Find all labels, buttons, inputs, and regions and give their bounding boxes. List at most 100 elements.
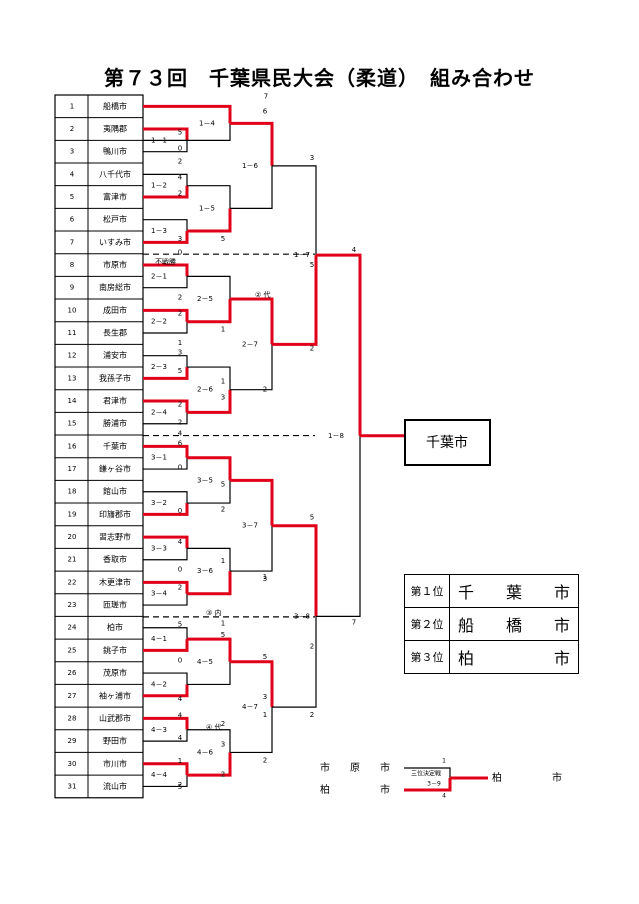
match-2-7-lower — [230, 344, 273, 391]
match-label: 3－6 — [197, 567, 213, 575]
score-value: 1 — [178, 757, 182, 765]
team-name: 市川市 — [103, 758, 127, 768]
team-name: 習志野市 — [99, 532, 131, 542]
team-number: 10 — [68, 306, 77, 314]
match-label: 3－8 — [294, 612, 310, 620]
match-3-3-lower — [143, 548, 188, 561]
score-value: 4 — [352, 246, 357, 254]
match-4-3-lower — [143, 729, 188, 742]
score-value: 5 — [178, 783, 182, 791]
match-1-7-lower — [272, 255, 318, 346]
match-label: 3－3 — [151, 544, 167, 552]
score-value: 5 — [178, 367, 182, 375]
page-title: 第７３回 千葉県民大会（柔道） 組み合わせ — [104, 66, 535, 90]
third-place-winner: 柏 市 — [492, 771, 562, 784]
score-value: 3 — [221, 394, 225, 402]
team-number: 24 — [68, 624, 77, 632]
match-label: 2－4 — [151, 408, 167, 416]
match-2-5-lower — [187, 299, 232, 324]
team-name: 山武郡市 — [99, 713, 131, 723]
match-4-7-lower — [230, 707, 273, 754]
match-label: 3－7 — [242, 522, 258, 530]
match-2-7-upper — [230, 297, 274, 345]
match-label: 1－3 — [151, 227, 167, 235]
team-name: 船橋市 — [103, 101, 127, 111]
score-value: 5 — [263, 653, 267, 661]
team-name: 木更津市 — [99, 577, 131, 587]
score-value: 3 — [310, 154, 314, 162]
match-4-6-lower — [187, 752, 232, 777]
team-number: 17 — [68, 465, 77, 473]
match-label: 3－1 — [151, 454, 167, 462]
match-4-2-upper — [143, 672, 188, 685]
match-label: 1－8 — [328, 432, 344, 440]
team-name: 鴨川市 — [103, 146, 127, 156]
match-label: 4－3 — [151, 726, 167, 734]
match-3-8-lower — [272, 616, 317, 708]
champion-box — [404, 419, 491, 466]
score-value: 4 — [178, 695, 183, 703]
score-value: 3 — [263, 575, 267, 583]
team-number: 22 — [68, 578, 77, 586]
team-number: 6 — [70, 216, 75, 224]
team-name: 柏市 — [107, 622, 123, 632]
score-value: 2 — [221, 720, 225, 728]
team-number: 11 — [68, 329, 77, 337]
match-label: 3－4 — [151, 590, 167, 598]
match-label: 1－4 — [199, 119, 215, 127]
third-place-score: 1 — [442, 758, 446, 765]
result-team: 柏市 — [449, 640, 579, 674]
match-3-2-lower — [143, 503, 189, 516]
score-value: 1 — [263, 573, 267, 581]
match-3-7-lower — [230, 525, 273, 572]
match-3-8-upper — [272, 524, 318, 617]
match-label: 4－6 — [197, 748, 213, 756]
team-number: 2 — [70, 125, 74, 133]
match-4-6-upper — [187, 729, 231, 753]
third-place-lower — [404, 778, 452, 792]
match-3-4-upper — [143, 580, 189, 594]
team-number: 1 — [70, 102, 74, 110]
match-1-3-upper — [143, 219, 188, 232]
forfeit-label: 不戦勝 — [155, 257, 176, 266]
score-value: 7 — [352, 618, 356, 626]
team-number: 14 — [68, 397, 77, 405]
match-label: 2－5 — [197, 295, 213, 303]
match-4-1-upper — [143, 627, 188, 640]
team-name: 匝瑳市 — [103, 600, 127, 610]
team-number: 7 — [70, 238, 74, 246]
team-name: 野田市 — [103, 736, 127, 746]
match-1-5-upper — [187, 185, 231, 209]
score-value: 2 — [178, 158, 182, 166]
third-place-score: 4 — [442, 793, 446, 800]
match-2-5-upper — [187, 275, 231, 300]
match-label: 4－2 — [151, 680, 167, 688]
score-value: 3 — [178, 235, 182, 243]
score-value: 2 — [178, 400, 182, 408]
team-name: 銚子市 — [103, 645, 127, 655]
match-label: 1－1 — [151, 136, 167, 144]
score-value: 2 — [263, 756, 267, 764]
final-results-table: 第１位千市葉第２位船市橋第３位柏市 — [404, 574, 579, 674]
match-2-2-lower — [143, 321, 188, 334]
match-label: 1－2 — [151, 182, 167, 190]
team-name: 館山市 — [103, 486, 127, 496]
score-value: 0 — [178, 507, 182, 515]
match-2-2-upper — [143, 308, 189, 322]
score-value: 2 — [310, 642, 314, 650]
score-value: 1 — [221, 557, 225, 565]
match-4-4-upper — [143, 762, 189, 776]
team-name: 浦安市 — [103, 350, 127, 360]
match-4-2-lower — [143, 684, 189, 698]
score-value: 0 — [178, 248, 182, 256]
match-1-1-lower — [143, 140, 188, 153]
score-value: 6 — [263, 107, 268, 115]
match-1-4-upper — [143, 104, 232, 124]
team-number: 25 — [68, 646, 77, 654]
score-value: 2 — [221, 506, 225, 514]
team-name: 我孫子市 — [99, 373, 131, 383]
score-value: 7 — [264, 92, 268, 100]
team-name: 松戸市 — [103, 214, 127, 224]
match-3-5-upper — [187, 456, 232, 481]
score-value: 1 — [178, 339, 182, 347]
